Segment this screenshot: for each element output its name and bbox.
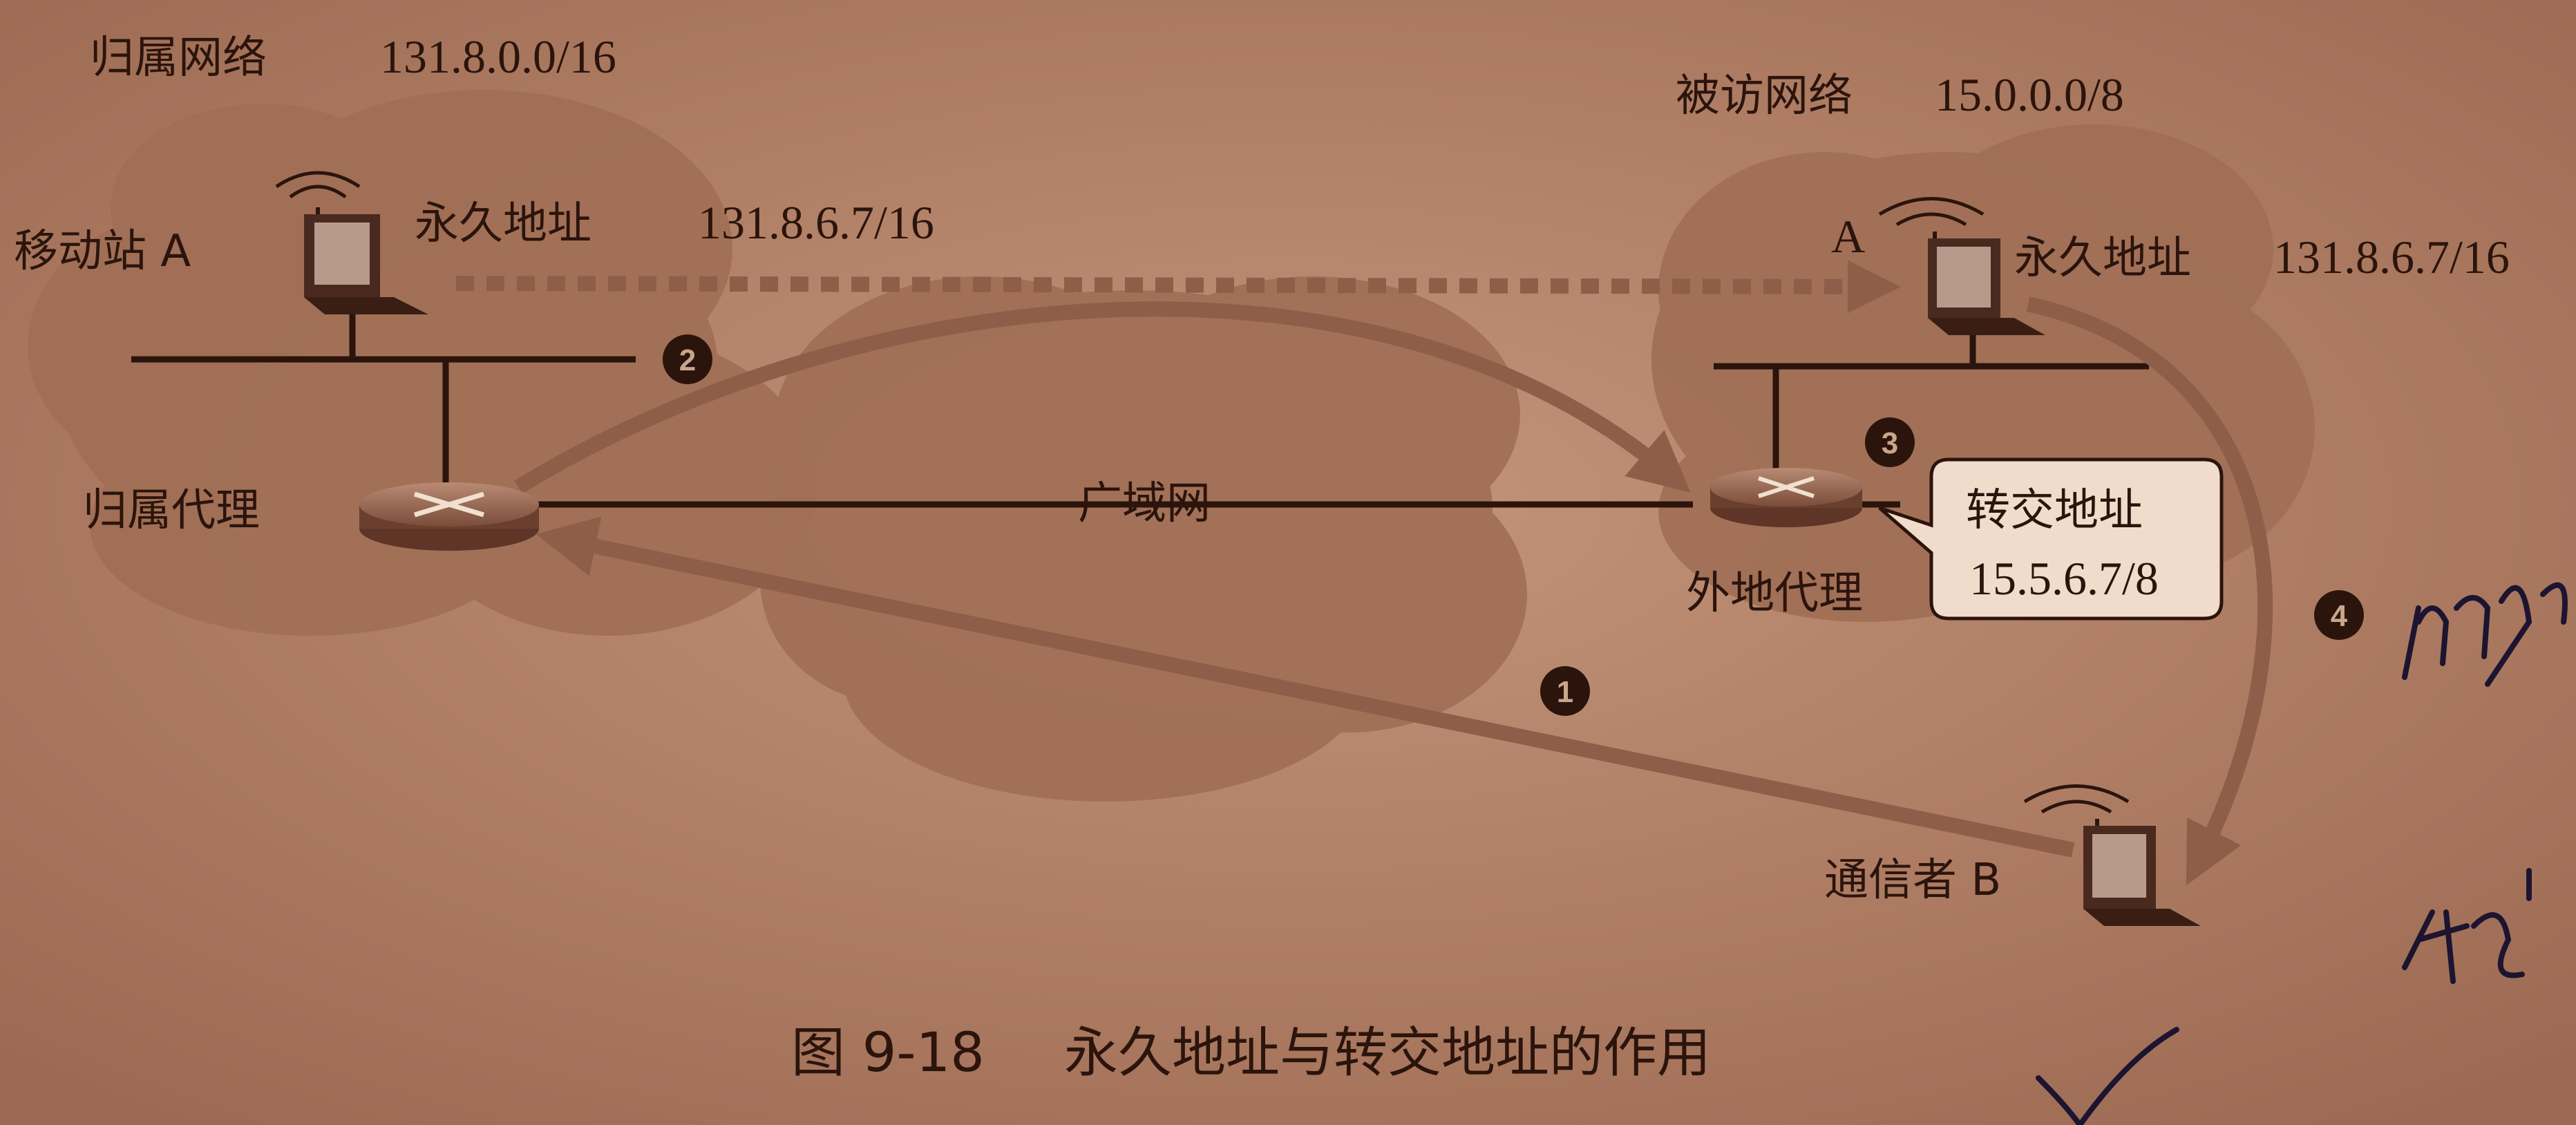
svg-text:4: 4 xyxy=(2331,599,2348,633)
arrow-step-1 xyxy=(536,516,2075,858)
visited-host-a-label: A xyxy=(1831,210,1865,263)
svg-text:3: 3 xyxy=(1882,426,1898,460)
step-badge-4: 4 xyxy=(2314,590,2364,640)
visited-network-label: 被访网络 xyxy=(1676,70,1853,122)
correspondent-b-label: 通信者 B xyxy=(1824,855,2001,906)
home-network-prefix: 131.8.0.0/16 xyxy=(380,30,616,83)
visited-a-permanent-address: 131.8.6.7/16 xyxy=(2273,231,2510,283)
step-badge-1: 1 xyxy=(1540,666,1590,716)
visited-a-permanent-address-label: 永久地址 xyxy=(2014,233,2191,284)
arrow-step-4 xyxy=(2026,296,2273,886)
svg-text:1: 1 xyxy=(1557,675,1573,709)
arrow-step-2 xyxy=(514,301,1691,494)
laptop-icon-mobile-a xyxy=(275,171,428,314)
care-of-address-callout xyxy=(1878,457,2224,621)
foreign-agent-label: 外地代理 xyxy=(1686,568,1863,619)
figure-number: 图 9-18 xyxy=(791,1022,985,1084)
network-links xyxy=(131,297,2149,508)
step-badge-3: 3 xyxy=(1865,417,1915,467)
mobile-a-permanent-address: 131.8.6.7/16 xyxy=(698,196,934,249)
mobile-station-a-label: 移动站 A xyxy=(14,226,191,277)
figure-title: 永久地址与转交地址的作用 xyxy=(1064,1022,1711,1084)
home-agent-router xyxy=(359,482,539,551)
move-path-dotted xyxy=(455,260,1901,314)
laptop-icon-correspondent-b xyxy=(2023,784,2201,926)
svg-text:2: 2 xyxy=(679,343,696,377)
handwritten-pen-marks xyxy=(2036,582,2568,1125)
care-of-address-label: 转交地址 xyxy=(1966,485,2143,536)
step-badge-2: 2 xyxy=(663,334,712,384)
wan-cloud xyxy=(760,276,1527,802)
visited-network-prefix: 15.0.0.0/8 xyxy=(1935,68,2124,121)
home-network-label: 归属网络 xyxy=(90,32,267,84)
foreign-agent-router xyxy=(1710,468,1862,527)
wan-label: 广域网 xyxy=(1078,478,1211,529)
mobile-a-permanent-address-label: 永久地址 xyxy=(415,198,591,249)
home-agent-label: 归属代理 xyxy=(83,485,260,536)
laptop-icon-visited-a xyxy=(1878,197,2045,335)
care-of-address-value: 15.5.6.7/8 xyxy=(1969,552,2159,605)
